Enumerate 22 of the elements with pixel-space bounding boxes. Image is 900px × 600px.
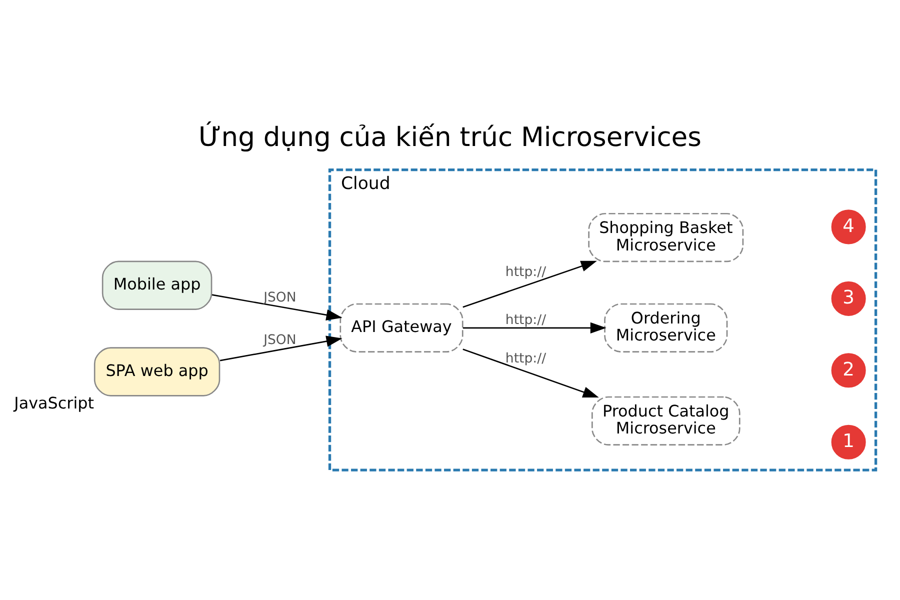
node-box: Shopping Basket Microservice: [588, 212, 744, 262]
edge-label: http://: [505, 265, 546, 280]
arrow: [212, 294, 342, 320]
node-circle: 3: [831, 281, 866, 316]
edge-label: JSON: [264, 332, 296, 348]
arrow: [220, 336, 342, 362]
node-circle: 2: [831, 353, 866, 388]
arrow: [462, 322, 606, 334]
node-box: SPA web app: [94, 347, 220, 396]
node-circle: 4: [831, 210, 866, 244]
edge-label: JSON: [264, 290, 296, 306]
arrow: [462, 260, 597, 308]
node-box: Mobile app: [102, 260, 212, 310]
node-circle: 1: [831, 424, 866, 460]
node-box: API Gateway: [340, 303, 464, 352]
node-box: Product Catalog Microservice: [592, 396, 740, 446]
diagram-title: Ứng dụng của kiến trúc Microservices: [198, 122, 702, 153]
node-box: Ordering Microservice: [604, 303, 728, 352]
arrow: [462, 348, 599, 398]
edge-label: http://: [505, 351, 546, 366]
node-label: JavaScript: [14, 393, 94, 412]
edge-label: http://: [505, 312, 546, 328]
